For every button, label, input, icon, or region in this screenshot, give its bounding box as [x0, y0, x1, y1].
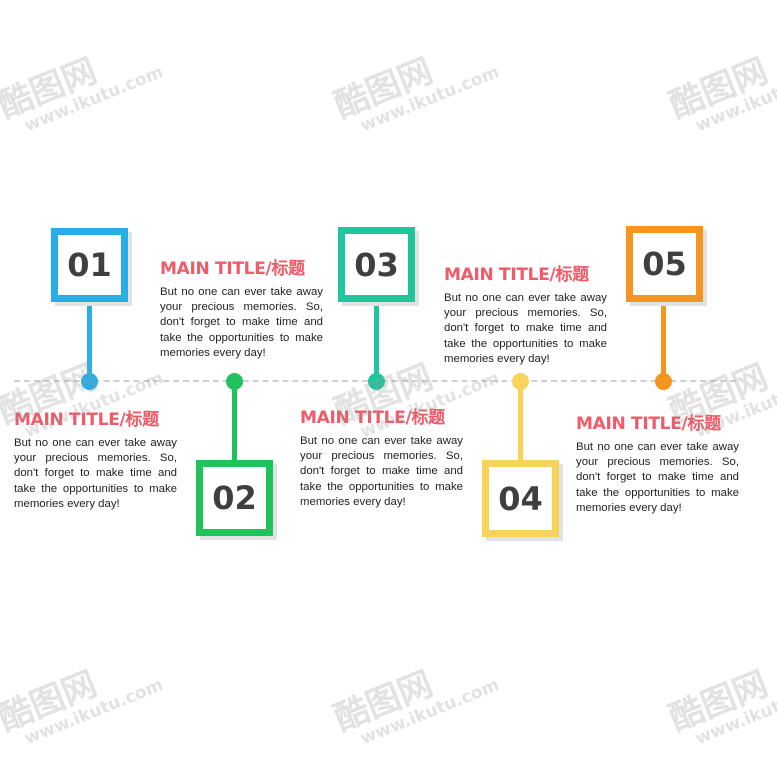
step-1-text: MAIN TITLE/标题 But no one can ever take a…	[14, 405, 177, 512]
step-2-dot	[226, 373, 243, 390]
watermark-url: www.ikutu.com	[692, 62, 777, 137]
step-1-dot	[81, 373, 98, 390]
step-1-stem	[87, 298, 92, 382]
step-5-number: 05	[642, 245, 687, 283]
step-5-dot	[655, 373, 672, 390]
watermark-logo: 酷图网	[0, 664, 103, 740]
step-5-number-box: 05	[626, 226, 703, 302]
watermark-logo: 酷图网	[663, 664, 774, 740]
step-4-text: MAIN TITLE/标题 But no one can ever take a…	[444, 260, 607, 367]
step-3-number-box: 03	[338, 227, 415, 302]
step-1-number: 01	[67, 246, 112, 284]
watermark-logo: 酷图网	[663, 51, 774, 127]
step-1-title: MAIN TITLE/标题	[14, 410, 159, 430]
step-3-stem	[374, 298, 379, 382]
step-5-text: MAIN TITLE/标题 But no one can ever take a…	[576, 409, 739, 516]
step-3-text: MAIN TITLE/标题 But no one can ever take a…	[300, 403, 463, 510]
step-2-description: But no one can ever take away your preci…	[160, 286, 323, 359]
watermark-url: www.ikutu.com	[21, 62, 167, 137]
watermark-logo: 酷图网	[328, 664, 439, 740]
step-4-number: 04	[498, 479, 543, 518]
step-4-stem	[518, 381, 523, 463]
watermark-logo: 酷图网	[328, 51, 439, 127]
step-4-description: But no one can ever take away your preci…	[444, 292, 607, 365]
step-4-dot	[512, 373, 529, 390]
watermark-url: www.ikutu.com	[357, 62, 503, 137]
step-2-title: MAIN TITLE/标题	[160, 259, 305, 279]
watermark-url: www.ikutu.com	[692, 675, 777, 750]
step-3-number: 03	[354, 245, 399, 284]
step-5-description: But no one can ever take away your preci…	[576, 441, 739, 514]
step-3-title: MAIN TITLE/标题	[300, 408, 445, 428]
watermark-url: www.ikutu.com	[357, 675, 503, 750]
step-3-description: But no one can ever take away your preci…	[300, 435, 463, 508]
watermark-logo: 酷图网	[0, 51, 103, 127]
step-4-title: MAIN TITLE/标题	[444, 265, 589, 285]
step-5-title: MAIN TITLE/标题	[576, 414, 721, 434]
step-2-number-box: 02	[196, 460, 273, 536]
step-2-text: MAIN TITLE/标题 But no one can ever take a…	[160, 254, 323, 361]
step-1-number-box: 01	[51, 228, 128, 302]
step-5-stem	[661, 298, 666, 382]
step-1-description: But no one can ever take away your preci…	[14, 437, 177, 510]
step-4-number-box: 04	[482, 460, 559, 537]
step-3-dot	[368, 373, 385, 390]
step-2-number: 02	[212, 479, 257, 517]
step-2-stem	[232, 381, 237, 463]
watermark-url: www.ikutu.com	[21, 675, 167, 750]
